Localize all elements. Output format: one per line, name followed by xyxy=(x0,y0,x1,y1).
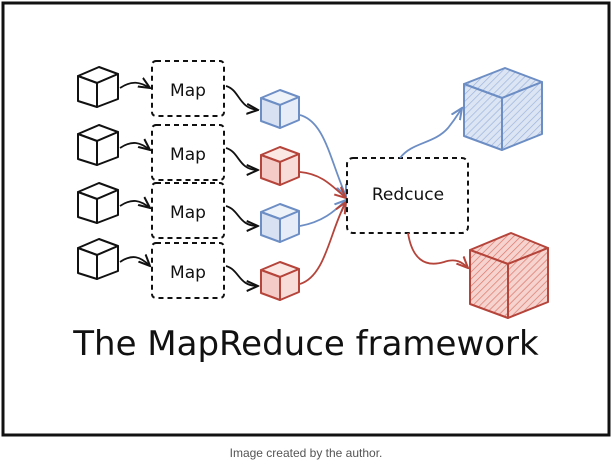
map-box-1 xyxy=(151,60,225,117)
arrow-red-2 xyxy=(299,202,346,285)
diagram-title: The MapReduce framework xyxy=(72,324,539,364)
arrow-map-inter-1 xyxy=(225,85,258,110)
input-cube-icon xyxy=(77,66,119,108)
blue-cube-icon xyxy=(260,203,300,243)
output-red-cube-icon xyxy=(469,232,549,319)
map-boxes: Map Map Map Map xyxy=(151,60,225,299)
image-caption: Image created by the author. xyxy=(229,446,383,460)
reduce-to-output-arrows xyxy=(399,108,468,268)
arrow-map-inter-4 xyxy=(225,265,258,286)
arrow-map-inter-3 xyxy=(225,205,258,226)
input-cube-icon xyxy=(77,124,119,166)
map-box-3 xyxy=(151,182,225,239)
reduce-label: Redcuce xyxy=(372,185,444,205)
arrow-output-red xyxy=(407,232,468,268)
arrow-input-map-1 xyxy=(119,83,150,88)
input-to-map-arrows xyxy=(119,83,150,266)
output-blue-cube-icon xyxy=(463,67,543,151)
arrow-input-map-4 xyxy=(119,257,150,266)
intermediate-cubes xyxy=(260,89,300,301)
input-cubes xyxy=(77,66,119,280)
reduce-box xyxy=(346,157,469,234)
arrow-output-blue xyxy=(399,108,462,159)
mapreduce-diagram: Map Map Map Map xyxy=(1,1,611,437)
map-label-1: Map xyxy=(170,81,206,101)
blue-cube-icon xyxy=(260,89,300,129)
map-label-4: Map xyxy=(170,263,206,283)
map-box-4 xyxy=(151,242,225,299)
arrow-red-1 xyxy=(299,171,346,198)
arrow-map-inter-2 xyxy=(225,147,258,170)
arrow-input-map-3 xyxy=(119,201,150,208)
intermediate-to-reduce-arrows xyxy=(299,114,346,285)
input-cube-icon xyxy=(77,238,119,280)
red-cube-icon xyxy=(260,146,300,186)
map-label-2: Map xyxy=(170,145,206,165)
arrow-input-map-2 xyxy=(119,143,150,150)
map-box-2 xyxy=(151,124,225,181)
input-cube-icon xyxy=(77,182,119,224)
map-to-intermediate-arrows xyxy=(225,85,258,286)
red-cube-icon xyxy=(260,261,300,301)
arrow-blue-1 xyxy=(299,114,346,196)
map-label-3: Map xyxy=(170,203,206,223)
